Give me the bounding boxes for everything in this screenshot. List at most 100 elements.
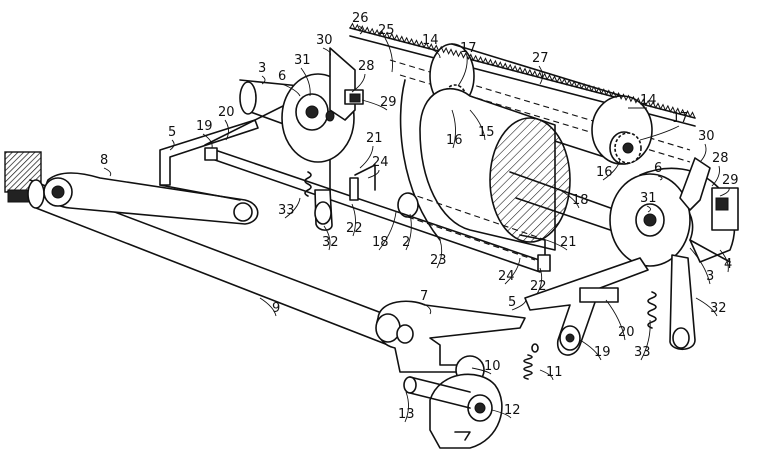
reference-numeral-12: 12 [504,403,521,418]
gear-17-right [614,132,642,164]
leader-line [639,125,680,141]
leader-line [281,83,301,97]
reference-numeral-26: 26 [352,11,369,26]
reference-numeral-24: 24 [498,269,515,284]
leader-line [504,257,521,285]
leader-line [169,139,175,151]
leader-line [471,367,492,375]
spring-11 [523,343,539,380]
reference-numeral-30: 30 [316,33,333,48]
leader-line [351,203,356,237]
reference-numeral-25: 25 [378,23,395,38]
leader-line [259,297,277,317]
leader-line [404,391,409,423]
leader-line [323,225,331,251]
reference-numeral-16: 16 [446,133,463,148]
reference-numeral-29: 29 [722,173,739,188]
leader-line [436,239,443,269]
leader-line [711,165,720,187]
reference-numeral-4: 4 [724,257,732,272]
leader-line [538,65,543,85]
reference-numeral-10: 10 [484,359,501,374]
reference-numeral-6: 6 [278,69,286,84]
cam-disc-12 [429,373,503,449]
leader-line [539,237,568,251]
leader-line [536,267,543,295]
reference-numeral-28: 28 [358,59,375,74]
wall-mount [4,151,42,203]
leader-line [384,37,393,73]
leader-line [428,47,441,59]
reference-numeral-14: 14 [422,33,439,48]
reference-numeral-24: 24 [372,155,389,170]
right-frame-3 [609,167,736,267]
reference-numeral-11: 11 [546,365,563,380]
spring-33-right [647,291,657,329]
leader-line [202,133,213,149]
shaft-13 [403,376,471,409]
leader-line [579,339,602,361]
leader-line [359,145,374,169]
reference-numeral-5: 5 [168,125,176,140]
bracket-4 [689,239,731,263]
leader-line [361,99,388,111]
reference-numeral-33: 33 [278,203,295,218]
leader-line [351,73,366,93]
reference-numeral-20: 20 [218,105,235,120]
lever-5-right [524,257,649,356]
leader-line [358,25,363,35]
reference-numeral-19: 19 [594,345,611,360]
reference-numeral-31: 31 [294,53,311,68]
right-pawl-assembly [679,157,739,231]
reference-numeral-33: 33 [634,345,651,360]
leader-line [261,75,266,85]
reference-numeral-32: 32 [710,301,727,316]
leader-line [657,175,663,181]
reference-numeral-19: 19 [196,119,213,134]
bar-23 [204,147,546,273]
leader-line [646,205,651,213]
leader-line [423,303,432,315]
reference-numeral-21: 21 [366,131,383,146]
leader-line [378,211,397,251]
reference-numeral-28: 28 [712,151,729,166]
lever-7 [375,300,526,373]
leader-line [511,299,527,311]
reference-numeral-29: 29 [380,95,397,110]
reference-numeral-22: 22 [530,279,547,294]
leader-line [640,319,651,361]
reference-numeral-22: 22 [346,221,363,236]
reference-numeral-14: 14 [640,93,657,108]
leader-line [719,249,729,273]
leader-line [457,55,468,87]
leader-line [689,247,711,285]
reference-numeral-2: 2 [402,235,410,250]
leader-line [405,213,412,251]
drum-2 [399,79,631,251]
reference-numeral-32: 32 [322,235,339,250]
left-pawl-assembly [329,47,364,121]
reference-numeral-17: 17 [460,41,477,56]
leader-line [695,297,718,317]
leader-line [224,119,229,141]
leader-line [719,187,730,197]
leader-line [300,67,311,97]
reference-numeral-18: 18 [572,193,589,208]
reference-numeral-21: 21 [560,235,577,250]
leader-line [605,299,626,341]
roller-18 [397,192,541,261]
reference-numeral-6: 6 [654,161,662,176]
spring-33-left [304,171,312,197]
reference-numeral-30: 30 [698,129,715,144]
reference-numeral-17: 17 [672,111,689,126]
leader-line [451,109,456,149]
reference-numeral-20: 20 [618,325,635,340]
reference-numeral-5: 5 [508,295,516,310]
leader-line [103,167,112,177]
rack-teeth [349,22,696,119]
reference-numeral-27: 27 [532,51,549,66]
reference-numeral-8: 8 [100,153,108,168]
reference-numeral-7: 7 [420,289,428,304]
